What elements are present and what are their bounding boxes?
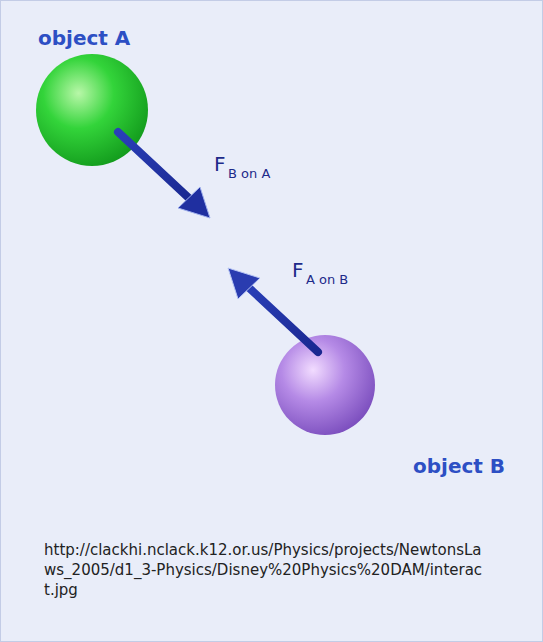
object-label: object B xyxy=(413,454,505,478)
force-symbol: F xyxy=(292,258,304,282)
source-caption: http://clackhi.nclack.k12.or.us/Physics/… xyxy=(44,540,492,600)
force-subscript: A on B xyxy=(306,272,348,287)
object-label: object A xyxy=(38,26,130,50)
force-symbol: F xyxy=(214,152,226,176)
force-arrow-b-on-a xyxy=(118,132,210,218)
force-subscript: B on A xyxy=(228,166,270,181)
force-arrow-a-on-b xyxy=(228,268,318,352)
object-sphere: object B xyxy=(268,330,508,490)
